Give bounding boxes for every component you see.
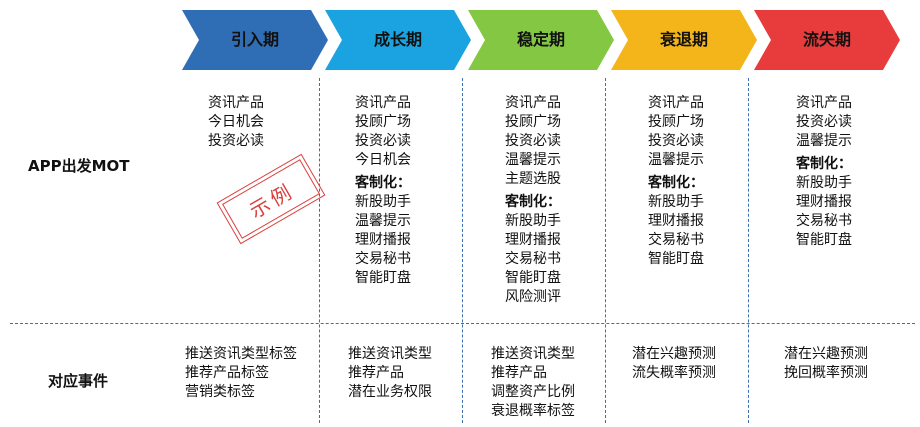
row-label-events: 对应事件 bbox=[48, 372, 109, 390]
list-item: 智能盯盘 bbox=[505, 270, 561, 286]
custom-section-title: 客制化： bbox=[355, 175, 411, 191]
custom-section-title: 客制化： bbox=[796, 156, 852, 172]
row-divider bbox=[10, 323, 915, 324]
event-column-0: 推送资讯类型标签 推荐产品标签 营销类标签 bbox=[185, 345, 297, 402]
stage-label-0: 引入期 bbox=[230, 30, 279, 49]
stage-label-3: 衰退期 bbox=[659, 30, 708, 49]
list-item: 挽回概率预测 bbox=[784, 365, 868, 381]
list-item: 理财播报 bbox=[505, 232, 561, 248]
list-item: 理财播报 bbox=[648, 213, 704, 229]
stage-arrow-0 bbox=[182, 10, 328, 70]
list-item: 投资必读 bbox=[648, 133, 704, 149]
list-item: 智能盯盘 bbox=[355, 270, 411, 286]
custom-section-title: 客制化： bbox=[505, 194, 561, 210]
event-column-3: 潜在兴趣预测 流失概率预测 bbox=[632, 345, 716, 383]
list-item: 资讯产品 bbox=[208, 95, 264, 111]
list-item: 推荐产品标签 bbox=[185, 365, 269, 381]
column-divider bbox=[605, 78, 606, 423]
list-item: 交易秘书 bbox=[505, 251, 561, 267]
stage-arrow-1 bbox=[325, 10, 471, 70]
mot-column-1: 资讯产品 投顾广场 投资必读 今日机会 客制化： 新股助手 温馨提示 理财播报 … bbox=[355, 94, 411, 288]
row-label-mot: APP出发MOT bbox=[28, 157, 130, 175]
list-item: 投顾广场 bbox=[648, 114, 704, 130]
stage-label-4: 流失期 bbox=[802, 30, 851, 49]
mot-column-0: 资讯产品 今日机会 投资必读 bbox=[208, 94, 264, 151]
list-item: 投资必读 bbox=[505, 133, 561, 149]
list-item: 投资必读 bbox=[355, 133, 411, 149]
list-item: 资讯产品 bbox=[355, 95, 411, 111]
list-item: 投资必读 bbox=[796, 114, 852, 130]
list-item: 投顾广场 bbox=[355, 114, 411, 130]
list-item: 今日机会 bbox=[355, 152, 411, 168]
list-item: 温馨提示 bbox=[355, 213, 411, 229]
list-item: 主题选股 bbox=[505, 171, 561, 187]
list-item: 推荐产品 bbox=[348, 365, 404, 381]
list-item: 投资必读 bbox=[208, 133, 264, 149]
stage-arrow-3 bbox=[611, 10, 757, 70]
event-column-1: 推送资讯类型 推荐产品 潜在业务权限 bbox=[348, 345, 432, 402]
list-item: 温馨提示 bbox=[648, 152, 704, 168]
column-divider bbox=[462, 78, 463, 423]
list-item: 潜在兴趣预测 bbox=[632, 346, 716, 362]
list-item: 推荐产品 bbox=[491, 365, 547, 381]
list-item: 风险测评 bbox=[505, 289, 561, 305]
list-item: 理财播报 bbox=[796, 194, 852, 210]
list-item: 潜在业务权限 bbox=[348, 384, 432, 400]
column-divider bbox=[748, 78, 749, 423]
list-item: 交易秘书 bbox=[648, 232, 704, 248]
list-item: 资讯产品 bbox=[505, 95, 561, 111]
stage-arrow-2 bbox=[468, 10, 614, 70]
mot-column-4: 资讯产品 投资必读 温馨提示 客制化： 新股助手 理财播报 交易秘书 智能盯盘 bbox=[796, 94, 852, 250]
example-stamp: 示例 bbox=[216, 153, 326, 245]
list-item: 投顾广场 bbox=[505, 114, 561, 130]
list-item: 新股助手 bbox=[505, 213, 561, 229]
list-item: 流失概率预测 bbox=[632, 365, 716, 381]
stage-label-2: 稳定期 bbox=[516, 30, 565, 49]
list-item: 营销类标签 bbox=[185, 384, 255, 400]
stage-label-1: 成长期 bbox=[373, 30, 422, 49]
list-item: 新股助手 bbox=[355, 194, 411, 210]
list-item: 交易秘书 bbox=[355, 251, 411, 267]
list-item: 衰退概率标签 bbox=[491, 403, 575, 419]
custom-section-title: 客制化： bbox=[648, 175, 704, 191]
mot-column-2: 资讯产品 投顾广场 投资必读 温馨提示 主题选股 客制化： 新股助手 理财播报 … bbox=[505, 94, 561, 307]
list-item: 交易秘书 bbox=[796, 213, 852, 229]
list-item: 推送资讯类型 bbox=[348, 346, 432, 362]
list-item: 推送资讯类型 bbox=[491, 346, 575, 362]
stage-arrow-4 bbox=[754, 10, 900, 70]
list-item: 今日机会 bbox=[208, 114, 264, 130]
list-item: 温馨提示 bbox=[505, 152, 561, 168]
list-item: 新股助手 bbox=[648, 194, 704, 210]
list-item: 智能盯盘 bbox=[796, 232, 852, 248]
list-item: 资讯产品 bbox=[796, 95, 852, 111]
stage-arrows bbox=[182, 10, 900, 70]
list-item: 调整资产比例 bbox=[491, 384, 575, 400]
event-column-4: 潜在兴趣预测 挽回概率预测 bbox=[784, 345, 868, 383]
list-item: 潜在兴趣预测 bbox=[784, 346, 868, 362]
list-item: 新股助手 bbox=[796, 175, 852, 191]
list-item: 温馨提示 bbox=[796, 133, 852, 149]
mot-column-3: 资讯产品 投顾广场 投资必读 温馨提示 客制化： 新股助手 理财播报 交易秘书 … bbox=[648, 94, 704, 269]
event-column-2: 推送资讯类型 推荐产品 调整资产比例 衰退概率标签 bbox=[491, 345, 575, 421]
column-divider bbox=[319, 78, 320, 423]
stage-flow: 引入期 成长期 稳定期 衰退期 流失期 bbox=[0, 0, 920, 80]
list-item: 资讯产品 bbox=[648, 95, 704, 111]
list-item: 智能盯盘 bbox=[648, 251, 704, 267]
list-item: 推送资讯类型标签 bbox=[185, 346, 297, 362]
list-item: 理财播报 bbox=[355, 232, 411, 248]
